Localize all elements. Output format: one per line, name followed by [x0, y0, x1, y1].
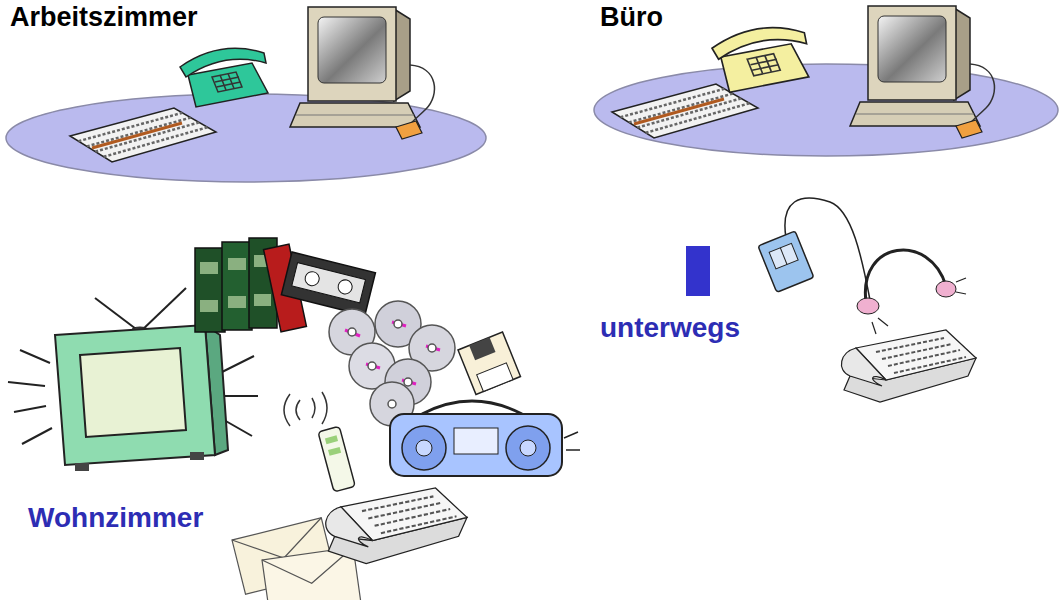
- room-heading: Büro: [600, 3, 663, 33]
- newspaper: [841, 330, 976, 402]
- desk-surface: [6, 94, 486, 182]
- letters: [232, 518, 361, 600]
- compact-discs: [329, 301, 455, 426]
- room-label: unterwegs: [600, 313, 740, 344]
- desk-area: Arbeitszimmer: [0, 0, 492, 188]
- desk-surface: [594, 64, 1058, 156]
- radio: [390, 401, 580, 476]
- headphones: [785, 198, 966, 334]
- television: [8, 288, 258, 471]
- remote-control: [318, 426, 355, 492]
- device-icon: [686, 246, 710, 296]
- room-label: Wohnzimmer: [28, 503, 203, 534]
- signal-waves: [284, 392, 327, 426]
- room-heading: Arbeitszimmer: [10, 3, 198, 33]
- floppy-disk: [458, 332, 520, 394]
- walkman: [758, 231, 814, 292]
- newspaper: [326, 488, 467, 564]
- desk-area: Büro: [588, 0, 1061, 162]
- books: [195, 238, 306, 332]
- video-cassette: [281, 252, 375, 315]
